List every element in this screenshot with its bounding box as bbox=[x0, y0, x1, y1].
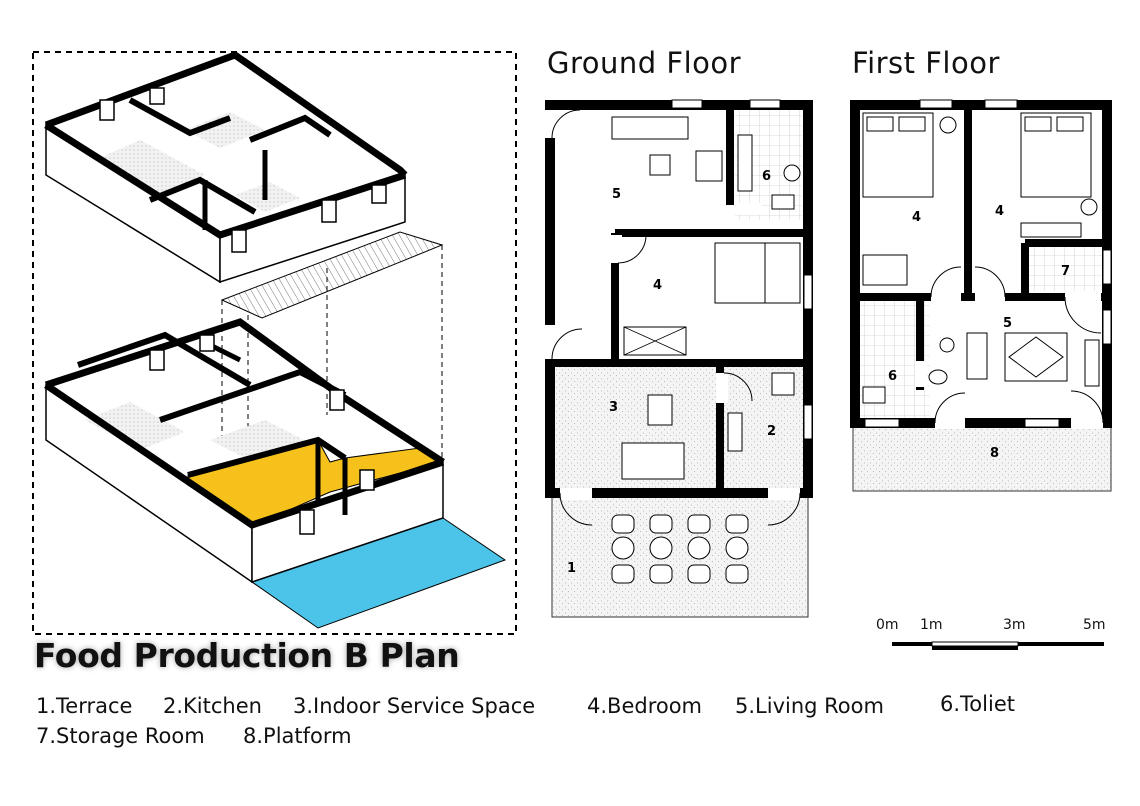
legend-item: 3.Indoor Service Space bbox=[293, 694, 536, 718]
legend-item: 7.Storage Room bbox=[36, 724, 205, 748]
first-room-number: 4 bbox=[995, 204, 1004, 219]
scale-label: 1m bbox=[920, 617, 943, 633]
ground-floor-title: Ground Floor bbox=[547, 46, 742, 80]
first-room-number: 5 bbox=[1003, 316, 1012, 331]
legend-item: 4.Bedroom bbox=[587, 694, 703, 718]
dashed-frame bbox=[32, 51, 517, 635]
lower-floor-block bbox=[44, 318, 507, 629]
first-room-number: 4 bbox=[912, 210, 921, 225]
ground-room-number: 4 bbox=[653, 278, 662, 293]
platform-area bbox=[852, 424, 1112, 492]
ground-floor-plan: 5 6 4 3 2 1 bbox=[545, 99, 813, 618]
scale-label: 3m bbox=[1003, 617, 1026, 633]
scale-label: 0m bbox=[876, 617, 899, 633]
legend-item: 8.Platform bbox=[243, 724, 352, 748]
first-floor-title: First Floor bbox=[852, 46, 1000, 80]
isometric-axonometric-view bbox=[32, 51, 517, 635]
legend-item: 6.Toliet bbox=[940, 692, 1015, 716]
first-room-number: 6 bbox=[888, 369, 897, 384]
terrace-area bbox=[551, 494, 809, 618]
first-room-number: 7 bbox=[1061, 264, 1070, 279]
first-floor-plan: 4 4 7 5 6 8 bbox=[850, 99, 1112, 492]
upper-floor-block bbox=[44, 51, 444, 319]
ground-room-number: 1 bbox=[567, 561, 576, 576]
legend-item: 1.Terrace bbox=[36, 694, 133, 718]
plan-title: Food Production B Plan bbox=[34, 636, 460, 675]
legend-item: 2.Kitchen bbox=[163, 694, 262, 718]
ground-room-number: 2 bbox=[767, 424, 776, 439]
scale-bar bbox=[892, 641, 1104, 650]
ground-room-number: 5 bbox=[612, 187, 621, 202]
first-room-number: 8 bbox=[990, 446, 999, 461]
ground-room-number: 3 bbox=[609, 400, 618, 415]
legend-item: 5.Living Room bbox=[735, 694, 884, 718]
ground-room-number: 6 bbox=[762, 169, 771, 184]
scale-label: 5m bbox=[1083, 617, 1106, 633]
